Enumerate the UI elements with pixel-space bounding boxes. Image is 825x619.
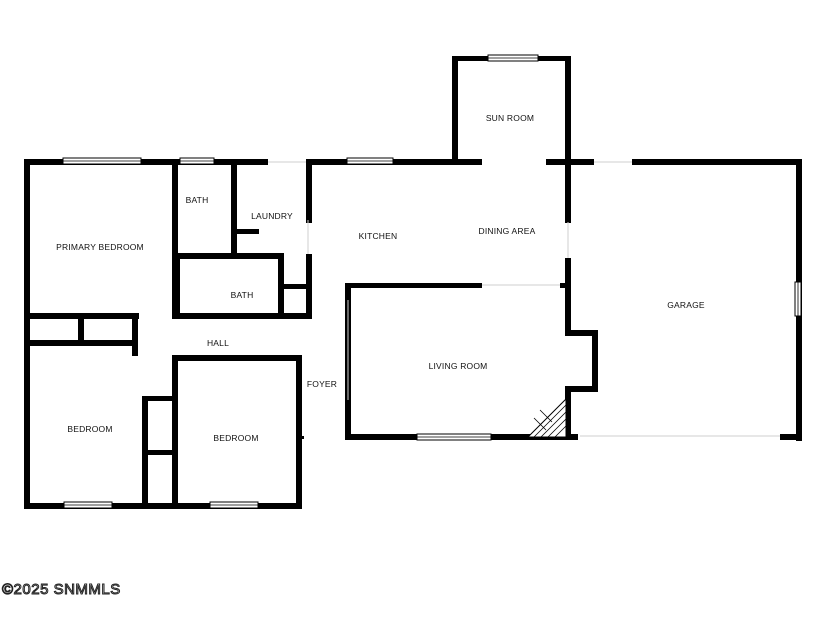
- room-label-bedroom-left: BEDROOM: [67, 424, 112, 434]
- wall-segment: [565, 386, 598, 392]
- wall-segment: [172, 313, 312, 319]
- wall-segment: [565, 56, 571, 165]
- walls: [24, 56, 802, 509]
- wall-segment: [231, 229, 259, 234]
- room-label-bath-lower: BATH: [231, 290, 254, 300]
- room-label-bedroom-middle: BEDROOM: [213, 433, 258, 443]
- wall-segment: [278, 284, 310, 289]
- wall-segment: [172, 159, 178, 259]
- wall-segment: [345, 283, 482, 288]
- wall-segment: [172, 253, 282, 259]
- room-label-primary-bedroom: PRIMARY BEDROOM: [56, 242, 144, 252]
- room-labels: SUN ROOM PRIMARY BEDROOM BATH LAUNDRY KI…: [56, 113, 705, 443]
- wall-segment: [565, 159, 571, 223]
- wall-segment: [565, 258, 571, 336]
- wall-segment: [296, 436, 304, 439]
- wall-segment: [172, 355, 178, 509]
- wall-segment: [132, 313, 138, 356]
- wall-segment: [592, 330, 598, 392]
- wall-segment: [565, 386, 571, 440]
- wall-segment: [565, 330, 598, 336]
- wall-segment: [142, 450, 174, 455]
- wall-segment: [24, 503, 302, 509]
- wall-segment: [24, 159, 268, 165]
- room-label-dining-area: DINING AREA: [479, 226, 536, 236]
- wall-segment: [452, 56, 458, 165]
- room-label-kitchen: KITCHEN: [359, 231, 398, 241]
- wall-segment: [780, 434, 802, 440]
- room-label-bath-upper: BATH: [186, 195, 209, 205]
- room-label-laundry: LAUNDRY: [251, 211, 293, 221]
- room-label-foyer: FOYER: [307, 379, 337, 389]
- wall-segment: [231, 159, 237, 259]
- wall-segment: [452, 159, 482, 165]
- room-label-living-room: LIVING ROOM: [429, 361, 488, 371]
- wall-segment: [24, 159, 30, 508]
- fireplace-hearth: [526, 397, 567, 438]
- copyright-watermark: ©2025 SNMMLS: [2, 581, 121, 599]
- openings: [268, 161, 780, 437]
- wall-segment: [306, 159, 312, 223]
- wall-segment: [24, 340, 138, 346]
- room-label-hall: HALL: [207, 338, 229, 348]
- wall-segment: [296, 355, 302, 509]
- windows: [62, 54, 802, 509]
- wall-segment: [174, 355, 302, 361]
- wall-segment: [632, 159, 802, 165]
- wall-segment: [560, 283, 568, 288]
- wall-segment: [172, 256, 180, 318]
- room-label-garage: GARAGE: [667, 300, 705, 310]
- wall-segment: [78, 313, 84, 343]
- room-label-sun-room: SUN ROOM: [486, 113, 534, 123]
- wall-segment: [142, 396, 174, 401]
